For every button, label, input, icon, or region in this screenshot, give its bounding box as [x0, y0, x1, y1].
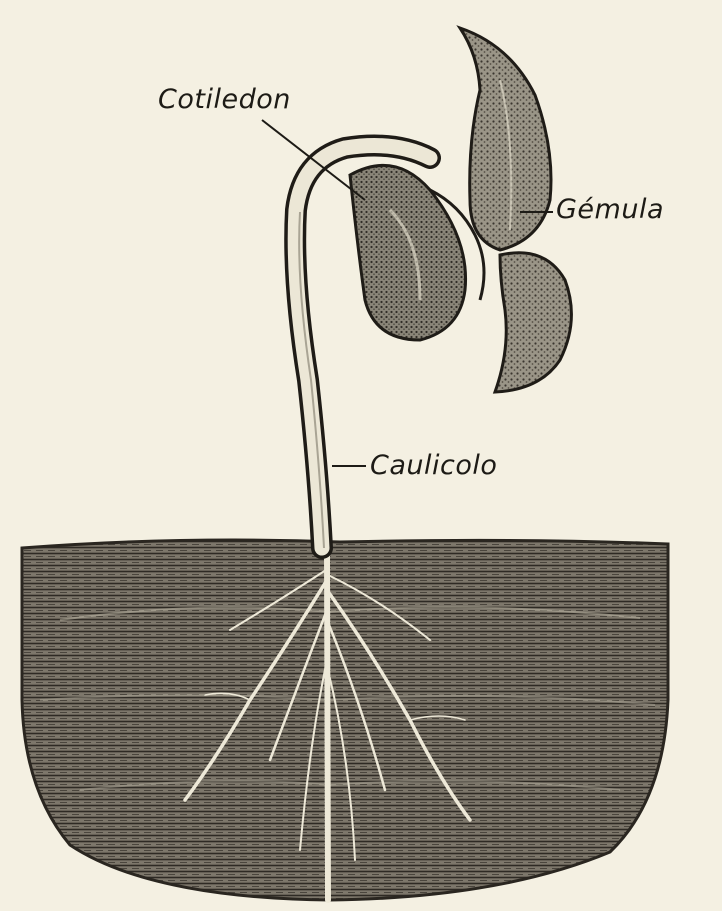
- plumule-label: Gémula: [556, 194, 664, 225]
- hypocotyl-label: Caulicolo: [370, 450, 497, 481]
- cotyledons: [350, 165, 466, 340]
- soil: [22, 540, 668, 900]
- cotyledon-label: Cotiledon: [158, 84, 291, 115]
- plumule-leaves: [430, 28, 571, 392]
